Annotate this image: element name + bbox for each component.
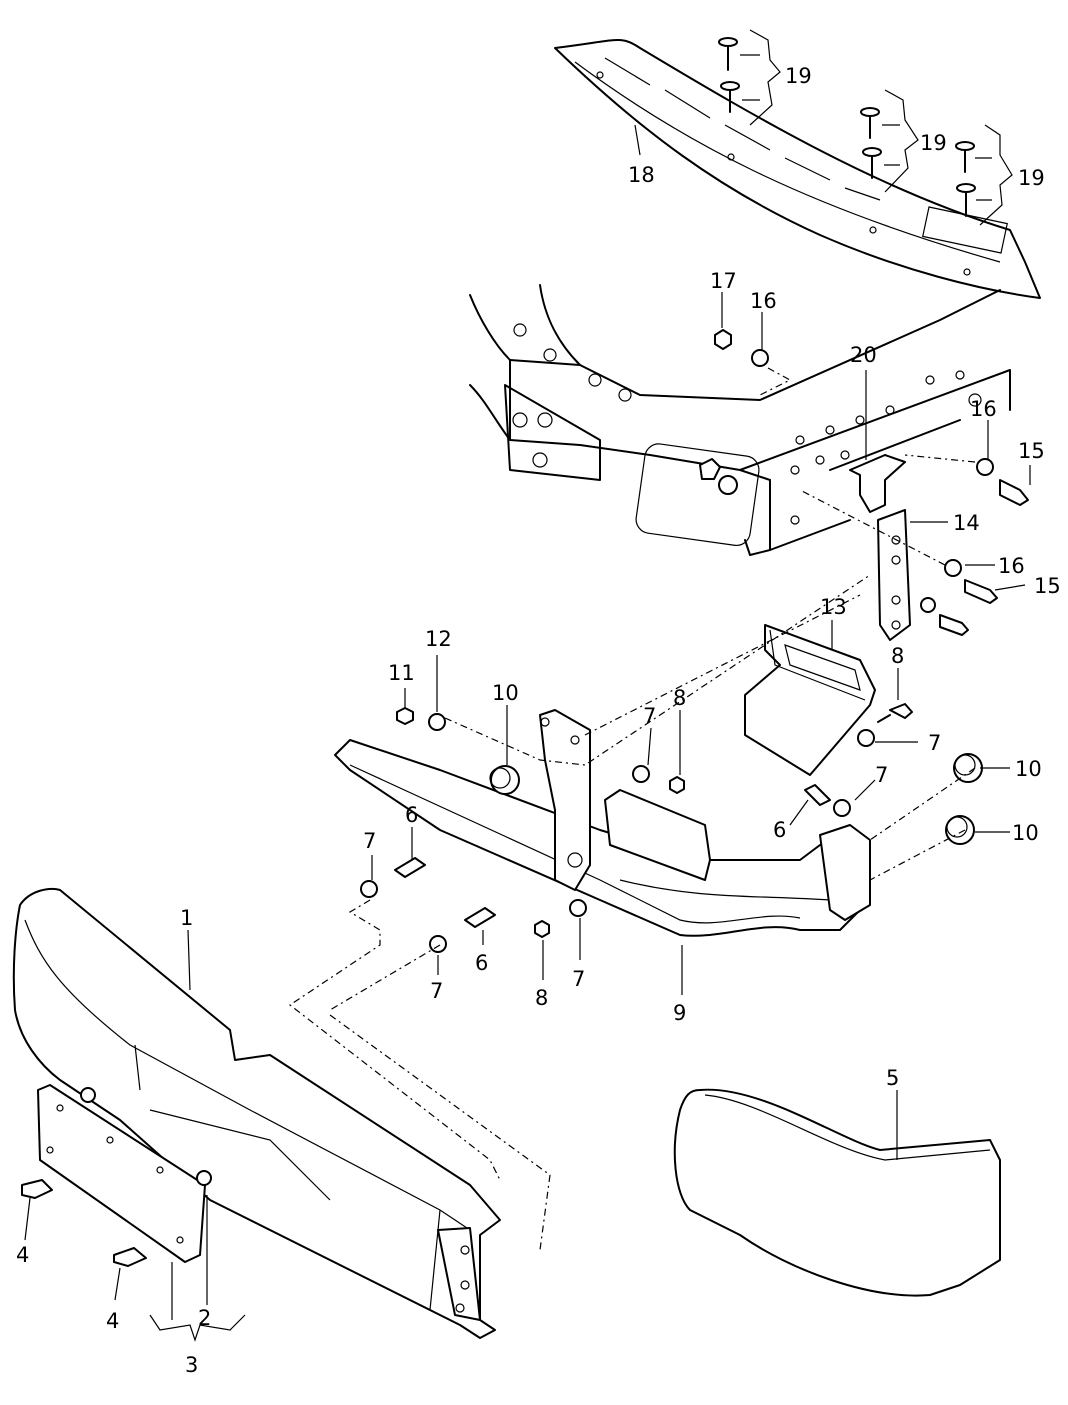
callout-4: 4 — [16, 1243, 29, 1267]
callout-13: 13 — [820, 595, 847, 619]
callout-8: 8 — [535, 986, 548, 1010]
callout-11: 11 — [388, 661, 415, 685]
callout-15: 15 — [1034, 574, 1061, 598]
callout-17: 17 — [710, 269, 737, 293]
frame-bracket — [849, 454, 906, 513]
callout-20: 20 — [850, 343, 877, 367]
callout-19: 19 — [785, 64, 812, 88]
trim-clips — [718, 29, 1013, 226]
bumper-bar — [334, 709, 871, 937]
leader-lines — [171, 124, 1031, 1320]
callout-7: 7 — [430, 979, 443, 1003]
callout-1: 1 — [180, 906, 193, 930]
callout-labels: 1 2 3 4 4 5 6 6 6 7 7 7 7 7 7 8 8 8 9 10… — [16, 64, 1061, 1377]
mounting-plate — [877, 509, 911, 641]
callout-7: 7 — [572, 967, 585, 991]
callout-7: 7 — [363, 829, 376, 853]
callout-7: 7 — [875, 763, 888, 787]
callout-8: 8 — [673, 686, 686, 710]
callout-10: 10 — [1015, 757, 1042, 781]
callout-8: 8 — [891, 644, 904, 668]
callout-16: 16 — [998, 554, 1025, 578]
callout-2: 2 — [198, 1306, 211, 1330]
callout-12: 12 — [425, 627, 452, 651]
callout-3: 3 — [185, 1353, 198, 1377]
callout-16: 16 — [750, 289, 777, 313]
vehicle-frame — [469, 284, 1011, 556]
callout-19: 19 — [1018, 166, 1045, 190]
bumper-fasteners — [288, 574, 976, 1251]
callout-5: 5 — [886, 1066, 899, 1090]
callout-19: 19 — [920, 131, 947, 155]
rubber-plugs — [489, 753, 983, 845]
callout-7: 7 — [928, 731, 941, 755]
front-bumper-cover — [12, 887, 501, 1339]
callout-6: 6 — [475, 951, 488, 975]
bumper-end-cap — [673, 1088, 1001, 1297]
callout-10: 10 — [492, 681, 519, 705]
callout-18: 18 — [628, 163, 655, 187]
license-plate-holder — [21, 1084, 246, 1342]
callout-4: 4 — [106, 1309, 119, 1333]
callout-15: 15 — [1018, 439, 1045, 463]
callout-7: 7 — [643, 704, 656, 728]
callout-6: 6 — [773, 818, 786, 842]
callout-6: 6 — [405, 803, 418, 827]
upper-trim-strip — [554, 39, 1041, 299]
callout-14: 14 — [953, 511, 980, 535]
callout-9: 9 — [673, 1001, 686, 1025]
callout-16: 16 — [970, 397, 997, 421]
tray-bracket — [744, 624, 876, 776]
callout-10: 10 — [1012, 821, 1039, 845]
frame-fasteners — [714, 329, 1029, 636]
